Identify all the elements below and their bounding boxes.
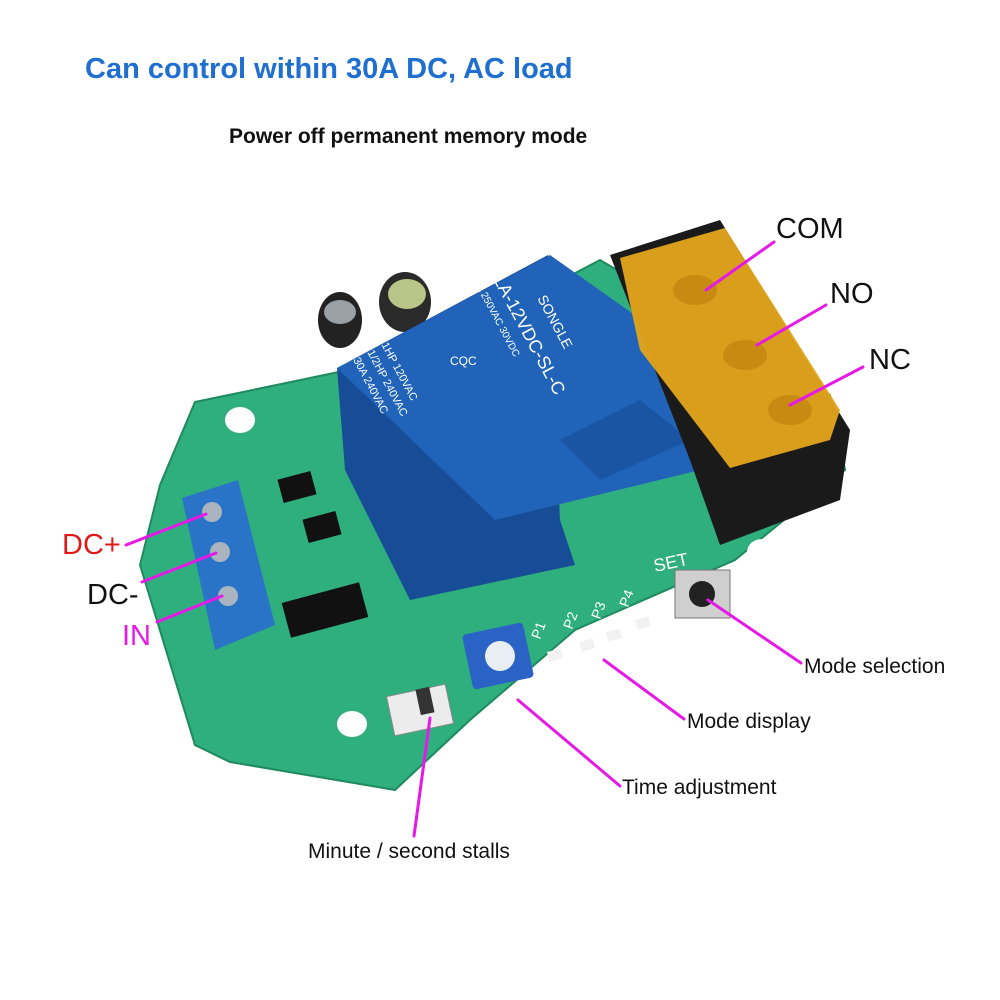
label-in: IN [122,620,151,652]
label-no: NO [830,278,874,310]
label-dc-plus: DC+ [62,529,121,561]
label-nc: NC [869,344,911,376]
chip [281,582,369,638]
callout-line-mode-selection [706,598,803,665]
callout-line-no [755,303,828,347]
screw-no [723,340,767,370]
slide-switch-knob [415,686,435,716]
headline: Can control within 30A DC, AC load [85,53,573,85]
board-text-serial: 1707250053 [753,578,810,603]
callout-line-com [704,240,776,292]
board-text-p1: P1 [528,619,549,641]
led-p2 [578,638,596,652]
led-p3 [605,628,623,642]
board-text-p3: P3 [588,599,609,621]
label-minute-second-stalls: Minute / second stalls [308,840,510,863]
capacitor-top [324,300,356,324]
callout-line-in [155,594,224,624]
board-text-p4: P4 [616,587,637,609]
label-com: COM [776,213,844,245]
input-terminal-block [182,480,275,650]
label-time-adjustment: Time adjustment [622,776,777,799]
relay-text-cert: CQC [450,354,477,368]
mounting-hole [225,407,255,433]
callout-line-dc-plus [124,512,208,547]
relay-notch [560,400,690,480]
label-mode-display: Mode display [687,710,811,733]
input-screw-dc-minus [210,542,230,562]
subtitle: Power off permanent memory mode [229,125,588,148]
input-screw-dc-plus [202,502,222,522]
chip [277,471,317,503]
capacitor-top [388,279,426,309]
led-p4 [634,616,652,630]
callout-lines [124,240,865,838]
board-text-p2: P2 [560,609,581,631]
callout-line-mode-display [602,658,686,721]
callout-line-dc-minus [140,551,218,584]
screw-com [673,275,717,305]
input-screw-in [218,586,238,606]
led-p1 [546,648,564,662]
callout-line-nc [788,365,865,407]
label-mode-selection: Mode selection [804,655,946,678]
chip [302,511,342,543]
label-dc-minus: DC- [87,579,139,611]
screw-nc [768,395,812,425]
callout-line-stalls [412,716,432,838]
potentiometer-knob [485,641,515,671]
callout-line-time-adjustment [516,698,622,788]
mounting-hole [747,539,777,565]
mounting-hole [337,711,367,737]
